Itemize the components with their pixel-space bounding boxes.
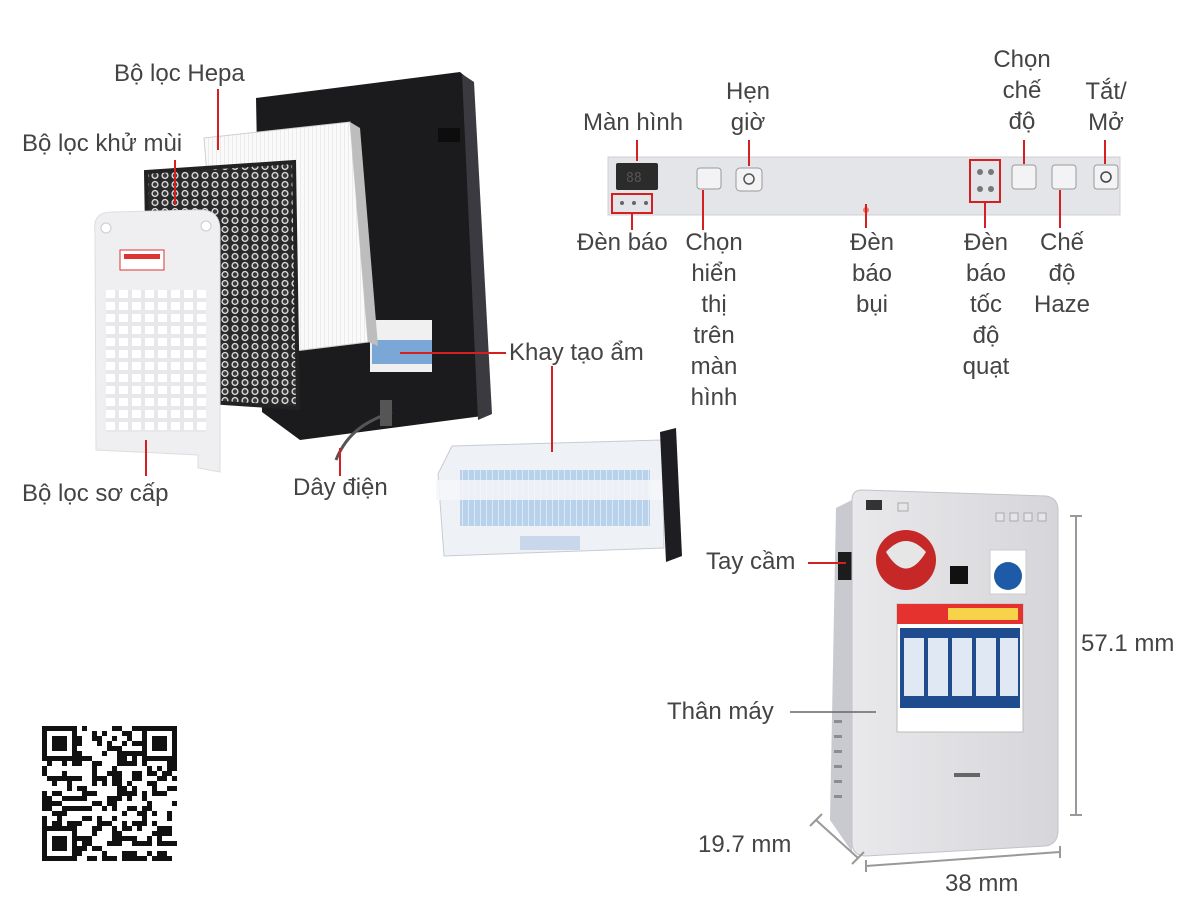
qr-code — [40, 724, 180, 864]
dimension-depth: 19.7 mm — [698, 831, 792, 858]
label-humidifying-tray: Khay tạo ẩm — [509, 339, 644, 366]
assembled-unit — [830, 489, 1059, 857]
label-power: Tắt/Mở — [1085, 78, 1127, 136]
control-panel: 88 — [607, 156, 1121, 216]
label-handle: Tay cầm — [706, 548, 796, 575]
dimension-height: 57.1 mm — [1081, 630, 1175, 657]
svg-text:88: 88 — [626, 171, 642, 186]
label-indicator-lights: Đèn báo — [577, 229, 668, 256]
dimension-lines — [809, 515, 1082, 872]
side-panel — [830, 500, 852, 852]
callout-lines — [145, 89, 1106, 564]
label-power-cord: Dây điện — [293, 474, 388, 501]
humidifying-tray — [436, 428, 682, 562]
label-deodorizing-filter: Bộ lọc khử mùi — [22, 130, 183, 157]
label-pre-filter: Bộ lọc sơ cấp — [22, 480, 169, 507]
dimension-width: 38 mm — [945, 870, 1019, 897]
exploded-view — [94, 72, 492, 473]
label-display-screen: Màn hình — [583, 109, 684, 136]
label-body: Thân máy — [667, 698, 774, 725]
label-hepa-filter: Bộ lọc Hepa — [114, 60, 245, 87]
display-screen — [616, 163, 658, 190]
handle-slot — [838, 552, 852, 580]
